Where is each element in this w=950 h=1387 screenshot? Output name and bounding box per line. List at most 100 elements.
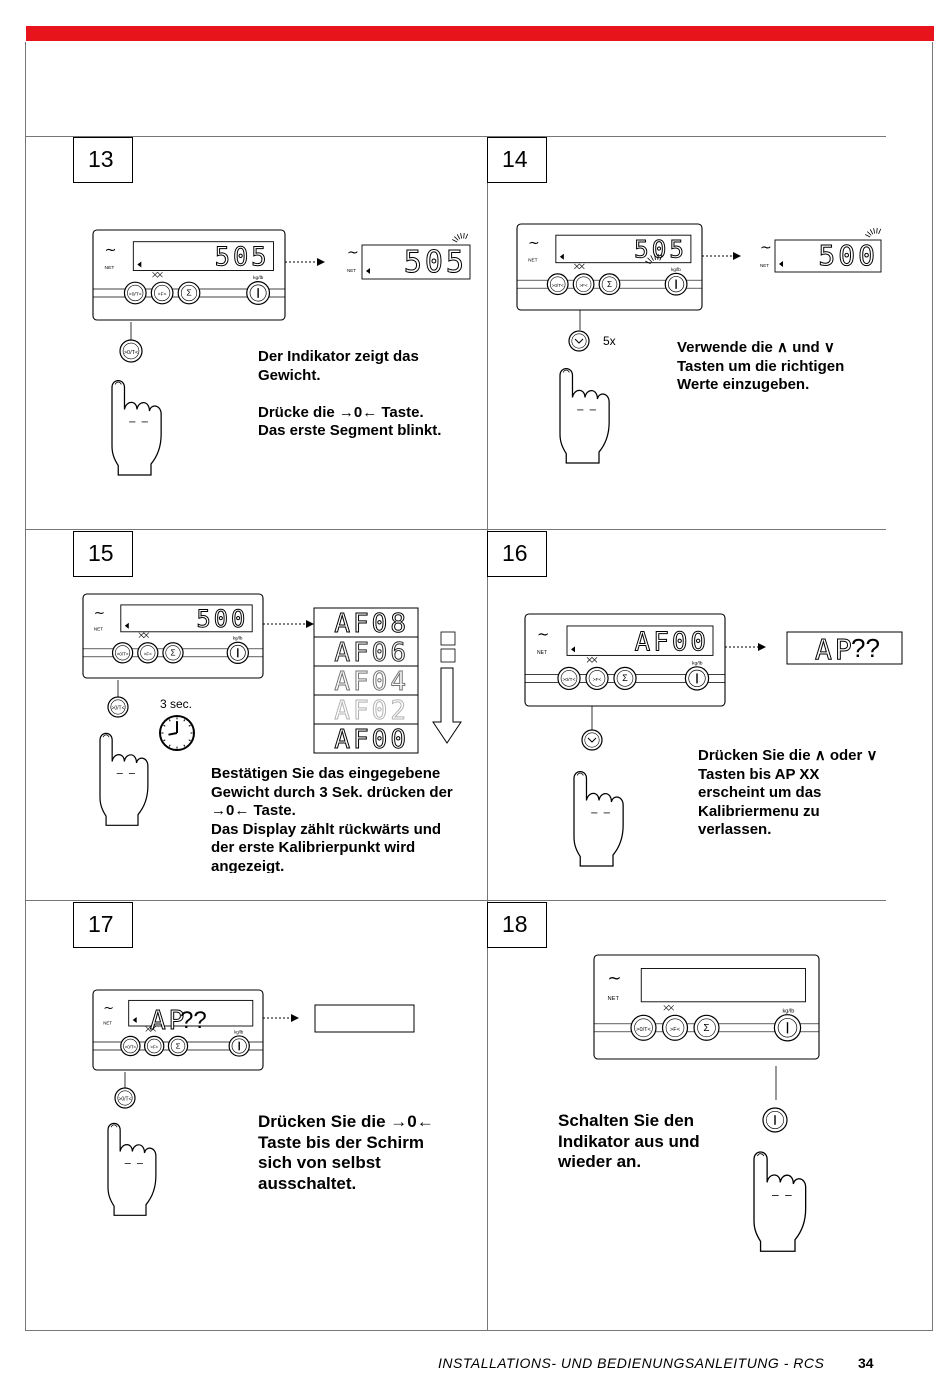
net-label: NET [528, 257, 538, 263]
net-label: NET [103, 1021, 112, 1026]
zero-tare-key-label: >0/T< [129, 292, 142, 298]
sum-key-label: Σ [176, 1041, 181, 1050]
page-number: 34 [858, 1355, 874, 1371]
text-line: Bestätigen Sie das eingegebene [211, 765, 441, 782]
display-value: 505 [404, 245, 467, 280]
countdown-value: AF00 [334, 725, 409, 755]
down-arrow-icon [432, 667, 462, 744]
hold-time-label: 3 sec. [160, 697, 193, 711]
blink-rays [452, 232, 469, 243]
display-value: AF00 [635, 627, 709, 657]
approx-icon: ~ [105, 243, 117, 259]
display-value: 505 [215, 242, 270, 272]
arrow-glyphs [586, 656, 598, 663]
unit-label: kg/lb [692, 660, 703, 666]
lcd-screen [132, 241, 274, 271]
blink-rays [645, 253, 663, 265]
down-key-press [568, 330, 590, 352]
net-label: NET [760, 263, 769, 268]
countdown-value: AF06 [334, 638, 409, 668]
tare-marker [137, 261, 142, 268]
text-line: Drücke die →0← Taste. [258, 403, 424, 421]
lcd-screen [774, 239, 882, 273]
result-display [786, 631, 903, 665]
unit-label: kg/lb [671, 267, 681, 272]
approx-icon: ~ [528, 236, 540, 252]
arrow-glyphs [152, 271, 163, 278]
zero-key-press-label: >0/T< [124, 350, 138, 356]
power-key-press [762, 1107, 788, 1133]
pointing-hand-icon [99, 732, 149, 826]
text-line: Gewicht durch 3 Sek. drücken der [211, 783, 453, 801]
text-line: Indikator aus und [558, 1131, 700, 1151]
display-value: 505 [634, 236, 687, 264]
text-line: wieder an. [558, 1152, 642, 1171]
countdown-cell [313, 636, 419, 667]
page-frame [25, 42, 933, 1331]
lcd-screen [120, 604, 253, 633]
approx-icon: ~ [608, 968, 622, 987]
row-divider [26, 900, 886, 901]
zero-key-press: >0/T< [119, 339, 143, 363]
step-16-instruction: Drücken Sie die ∧ oder ∨ Tasten bis AP X… [698, 747, 878, 840]
pointing-hand-icon [753, 1151, 807, 1252]
text-line: sich von selbst [258, 1153, 381, 1172]
blink-rays [865, 227, 882, 238]
text-line: ausschaltet. [258, 1173, 357, 1193]
function-key-label: >F< [670, 1027, 680, 1033]
weighing-indicator: ~NET>0/T<>F<Σkg/lb [92, 989, 264, 1071]
text-line: Tasten bis AP XX [698, 765, 820, 783]
sum-key-label: Σ [607, 280, 612, 289]
countdown-cell [313, 607, 419, 638]
countdown-value: AF04 [334, 667, 409, 697]
approx-icon: ~ [760, 240, 772, 256]
footer-title: INSTALLATIONS- UND BEDIENUNGSANLEITUNG -… [438, 1355, 825, 1371]
pointing-hand-icon [559, 367, 610, 464]
approx-icon: ~ [347, 245, 359, 261]
countdown-cell [313, 694, 419, 725]
text-line: Drücken Sie die →0← [258, 1112, 434, 1131]
net-label: NET [105, 265, 115, 271]
sum-key-label: Σ [186, 288, 191, 298]
text-line: Der Indikator zeigt das [258, 348, 419, 365]
indicator-square [440, 631, 456, 646]
arrow-head [733, 252, 741, 260]
tare-marker [559, 253, 564, 260]
clock-icon [159, 715, 195, 751]
sum-key-label: Σ [622, 673, 628, 683]
result-value: AP [815, 633, 855, 666]
column-divider [487, 136, 488, 1331]
approx-icon: ~ [94, 606, 105, 621]
lcd-screen [361, 244, 471, 280]
text-line: →0← Taste. [211, 802, 296, 819]
text-line: der erste Kalibrierpunkt wird [211, 839, 416, 856]
result-question: ?? [851, 633, 880, 663]
lcd-screen [555, 234, 692, 264]
function-key-label: >F< [144, 651, 152, 656]
text-line: Das Display zählt rückwärts und [211, 820, 442, 838]
countdown-value: AF02 [334, 696, 409, 726]
text-line: Verwende die ∧ und ∨ [677, 339, 835, 356]
step-17-instruction: Drücken Sie die →0← Taste bis der Schirm… [258, 1112, 434, 1194]
net-label: NET [94, 626, 103, 631]
header-red-bar [26, 26, 934, 41]
step-13-instruction: Der Indikator zeigt das Gewicht. Drücke … [258, 348, 441, 441]
arrow-head [758, 643, 766, 651]
weighing-indicator: ~NET>0/T<>F<Σkg/lb [593, 954, 820, 1060]
unit-label: kg/lb [233, 636, 243, 641]
arrow-head [317, 258, 325, 266]
step-number-18: 18 [487, 902, 547, 948]
sum-key-label: Σ [171, 648, 176, 657]
arrow-glyphs [145, 1025, 156, 1032]
pointing-hand-icon [111, 379, 162, 476]
unit-label: kg/lb [234, 1029, 244, 1034]
zero-tare-key-label: >0/T< [117, 651, 129, 656]
row-divider [26, 529, 886, 530]
lcd-screen [566, 625, 714, 656]
arrow-glyphs [574, 263, 585, 270]
text-line: Werte einzugeben. [677, 376, 810, 393]
